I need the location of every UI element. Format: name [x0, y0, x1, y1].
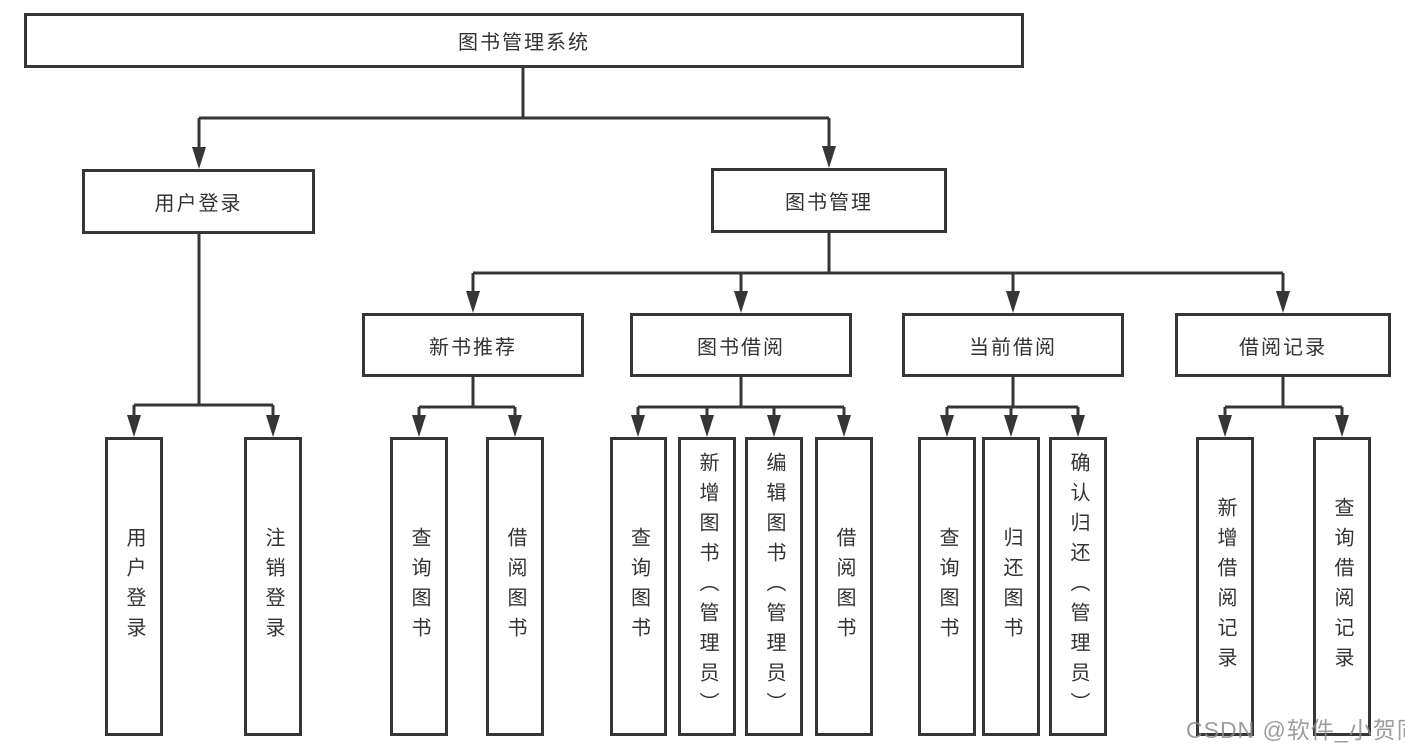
node-user-login: 用户登录 [82, 169, 315, 234]
node-leaf-borrowing-add-books-label: 新增图书（管理员） [696, 451, 718, 722]
tree-edges [132, 68, 1344, 417]
node-leaf-user-login-label: 用户登录 [123, 526, 145, 647]
csdn-watermark: CSDN @软件_小贺同学 [1186, 717, 1405, 743]
node-user-login-label: 用户登录 [154, 193, 243, 215]
node-leaf-user-login: 用户登录 [105, 437, 163, 736]
node-new-book-recommend-label: 新书推荐 [429, 336, 517, 359]
node-leaf-newrec-query-books-label: 查询图书 [408, 526, 430, 647]
node-leaf-borrowing-query-books: 查询图书 [610, 437, 667, 736]
node-leaf-current-return-books: 归还图书 [982, 437, 1040, 736]
node-leaf-records-query-record: 查询借阅记录 [1313, 437, 1371, 736]
arrow-heads [127, 146, 1349, 437]
node-leaf-borrowing-borrow-books: 借阅图书 [815, 437, 873, 736]
node-new-book-recommend: 新书推荐 [362, 313, 584, 377]
node-current-borrowing-label: 当前借阅 [969, 336, 1057, 359]
node-root-label: 图书管理系统 [458, 32, 590, 54]
node-leaf-current-query-books: 查询图书 [918, 437, 976, 736]
node-book-borrowing: 图书借阅 [630, 313, 852, 377]
node-leaf-current-return-books-label: 归还图书 [1000, 526, 1022, 647]
node-leaf-current-confirm-return-label: 确认归还（管理员） [1067, 451, 1089, 722]
node-leaf-newrec-borrow-books: 借阅图书 [486, 437, 544, 736]
node-leaf-logout-label: 注销登录 [262, 526, 284, 647]
node-leaf-logout: 注销登录 [244, 437, 302, 736]
node-leaf-records-query-record-label: 查询借阅记录 [1331, 496, 1353, 677]
node-leaf-current-query-books-label: 查询图书 [936, 526, 958, 647]
node-borrowing-records: 借阅记录 [1175, 313, 1391, 377]
node-leaf-borrowing-add-books: 新增图书（管理员） [678, 437, 736, 736]
node-root: 图书管理系统 [24, 13, 1024, 68]
node-leaf-newrec-borrow-books-label: 借阅图书 [504, 526, 526, 647]
node-leaf-borrowing-edit-books: 编辑图书（管理员） [745, 437, 803, 736]
node-leaf-records-add-record-label: 新增借阅记录 [1214, 496, 1236, 677]
node-book-management-label: 图书管理 [785, 192, 873, 214]
node-leaf-records-add-record: 新增借阅记录 [1196, 437, 1254, 736]
node-leaf-borrowing-borrow-books-label: 借阅图书 [833, 526, 855, 647]
node-book-borrowing-label: 图书借阅 [697, 336, 785, 359]
node-borrowing-records-label: 借阅记录 [1239, 336, 1327, 359]
node-leaf-borrowing-query-books-label: 查询图书 [627, 526, 650, 647]
node-leaf-borrowing-edit-books-label: 编辑图书（管理员） [763, 451, 785, 722]
node-current-borrowing: 当前借阅 [902, 313, 1124, 377]
node-book-management: 图书管理 [711, 168, 947, 233]
node-leaf-newrec-query-books: 查询图书 [390, 437, 448, 736]
node-leaf-current-confirm-return: 确认归还（管理员） [1049, 437, 1107, 736]
